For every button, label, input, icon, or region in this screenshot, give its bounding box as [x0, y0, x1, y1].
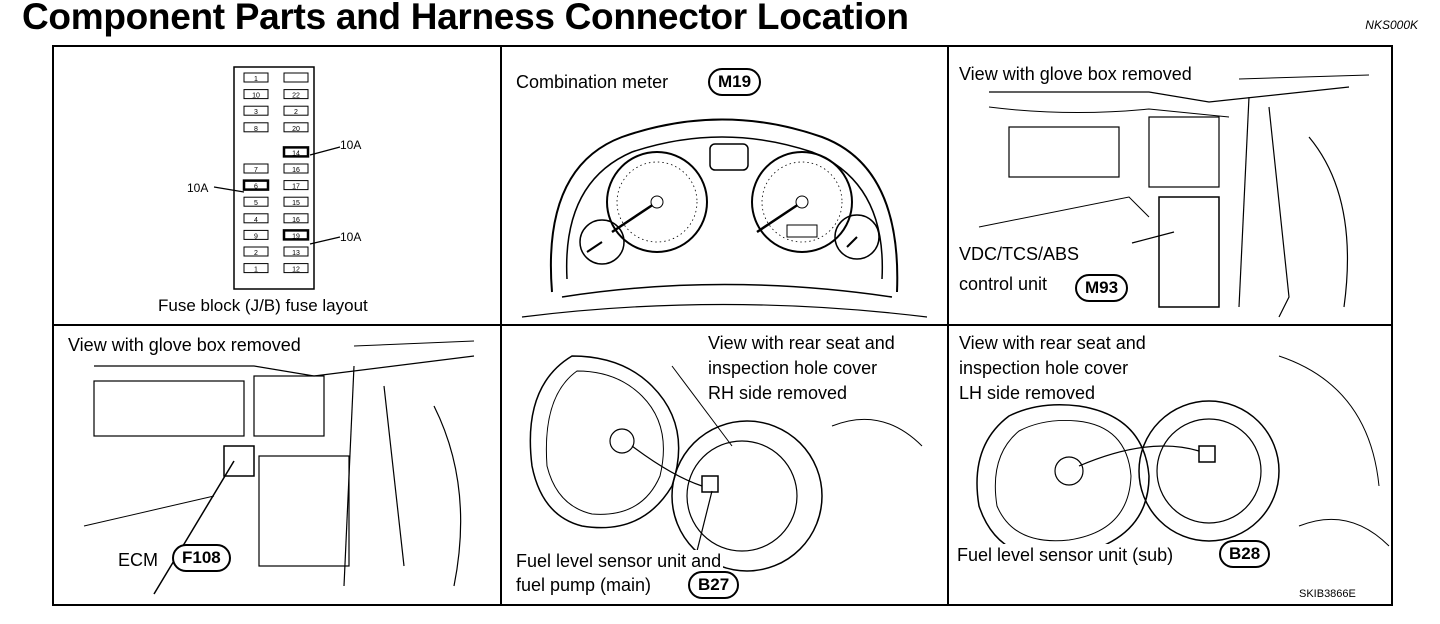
fuse-slot	[243, 229, 269, 240]
ecm-label: ECM	[116, 549, 160, 571]
fuel-sub-view-line1: View with rear seat and	[957, 332, 1148, 354]
fuel-sub-view-line3: LH side removed	[957, 382, 1098, 404]
combination-meter-drawing	[521, 118, 928, 318]
fuse-number: 1	[254, 76, 258, 83]
fuel-main-view-line3: RH side removed	[706, 382, 850, 404]
fuel-main-label-line1: Fuel level sensor unit and	[514, 550, 724, 572]
fuse-slot	[283, 105, 309, 116]
fuse-slot	[283, 89, 309, 100]
fuse-number: 12	[292, 267, 300, 274]
fuse-slot	[243, 105, 269, 116]
fuse-slot	[243, 263, 269, 274]
fuse-number: 3	[254, 109, 258, 116]
divider-horizontal	[54, 324, 1391, 326]
fuse-slot	[283, 213, 309, 224]
panel-fuel-sensor-main: View with rear seat and inspection hole …	[502, 326, 947, 606]
fuse-slot	[283, 246, 309, 257]
fuse-number: 20	[292, 126, 300, 133]
vdc-label-line1: VDC/TCS/ABS	[957, 243, 1082, 265]
fuse-slot	[243, 213, 269, 224]
fuse-number: 7	[254, 167, 258, 174]
fuse-amp-left: 10A	[187, 181, 209, 195]
fuse-amp-top: 10A	[340, 138, 362, 152]
fuse-number: 6	[254, 184, 258, 191]
fuse-number: 2	[254, 250, 258, 257]
fuse-number: 8	[254, 126, 258, 133]
fuse-slot	[242, 179, 270, 191]
fuse-number: 15	[292, 200, 300, 207]
fuse-number: 19	[292, 233, 300, 240]
fuse-slot	[282, 229, 310, 241]
fuse-number: 1	[254, 267, 258, 274]
fuse-slot	[243, 89, 269, 100]
fuse-slot	[243, 246, 269, 257]
fuse-number: 16	[292, 167, 300, 174]
fuse-slot	[283, 180, 309, 191]
fuse-slot	[283, 163, 309, 174]
connector-m93: M93	[1075, 274, 1129, 302]
page-title: Component Parts and Harness Connector Lo…	[22, 0, 909, 37]
fuse-slot	[243, 72, 269, 83]
fuse-slot	[283, 196, 309, 207]
combination-meter-label: Combination meter	[514, 71, 671, 93]
fuse-slot	[243, 122, 269, 133]
ecm-view-label: View with glove box removed	[66, 334, 303, 356]
fuse-amp-bottom: 10A	[340, 230, 362, 244]
panel-ecm: View with glove box removed ECM F108	[54, 326, 500, 606]
fuse-slot	[243, 196, 269, 207]
vdc-drawing	[978, 74, 1370, 318]
fuse-number: 10	[252, 93, 260, 100]
fuse-number: 13	[292, 250, 300, 257]
fuse-slot	[283, 72, 309, 83]
connector-m19: M19	[708, 68, 762, 96]
fuse-number: 17	[292, 184, 300, 191]
ecm-drawing	[83, 340, 475, 595]
panel-vdc-control-unit: View with glove box removed VDC/TCS/ABS …	[949, 47, 1393, 324]
panel-fuel-sensor-sub: View with rear seat and inspection hole …	[949, 326, 1393, 606]
fuse-number: 16	[292, 217, 300, 224]
vdc-label-line2: control unit	[957, 273, 1050, 295]
fuse-block-drawing: 1 10 22 3 2 8 20 14 7 16 6 17 5 15 4 16 9 19 2 13 1 12	[213, 66, 341, 290]
diagram-frame: 1 10 22 3 2 8 20 14 7 16 6 17 5 15 4 16 9 19 2 13 1 12 10A 10…	[52, 45, 1393, 606]
fuel-main-view-line2: inspection hole cover	[706, 357, 880, 379]
fuel-main-view-line1: View with rear seat and	[706, 332, 897, 354]
fuel-sub-label: Fuel level sensor unit (sub)	[955, 544, 1176, 566]
fuse-slot	[282, 146, 310, 158]
connector-b28: B28	[1219, 540, 1271, 568]
connector-b27: B27	[688, 571, 740, 599]
fuse-number: 5	[254, 200, 258, 207]
vdc-view-label: View with glove box removed	[957, 63, 1194, 85]
fuse-number: 14	[292, 150, 300, 157]
figure-id: SKIB3866E	[1299, 588, 1356, 600]
fuse-rects: 1 10 22 3 2 8 20 14 7 16 6 17 5 15 4 16 9 19 2 13 1 12	[242, 72, 310, 274]
document-code: NKS000K	[1365, 18, 1418, 32]
fuel-main-label-line2: fuel pump (main)	[514, 574, 654, 596]
fuse-slot	[283, 263, 309, 274]
fuel-sub-drawing	[976, 355, 1390, 559]
connector-f108: F108	[172, 544, 231, 572]
panel-combination-meter: Combination meter M19	[502, 47, 947, 324]
fuse-number: 9	[254, 233, 258, 240]
fuel-main-drawing	[529, 355, 923, 572]
fuel-sub-view-line2: inspection hole cover	[957, 357, 1131, 379]
fuse-slot	[243, 163, 269, 174]
fuse-number: 22	[292, 93, 300, 100]
fuse-number: 4	[254, 217, 258, 224]
fuse-number: 2	[294, 109, 298, 116]
fuse-block-caption: Fuse block (J/B) fuse layout	[156, 295, 370, 317]
fuse-slot	[283, 122, 309, 133]
panel-fuse-block: 1 10 22 3 2 8 20 14 7 16 6 17 5 15 4 16 9 19 2 13 1 12 10A 10…	[54, 47, 500, 324]
